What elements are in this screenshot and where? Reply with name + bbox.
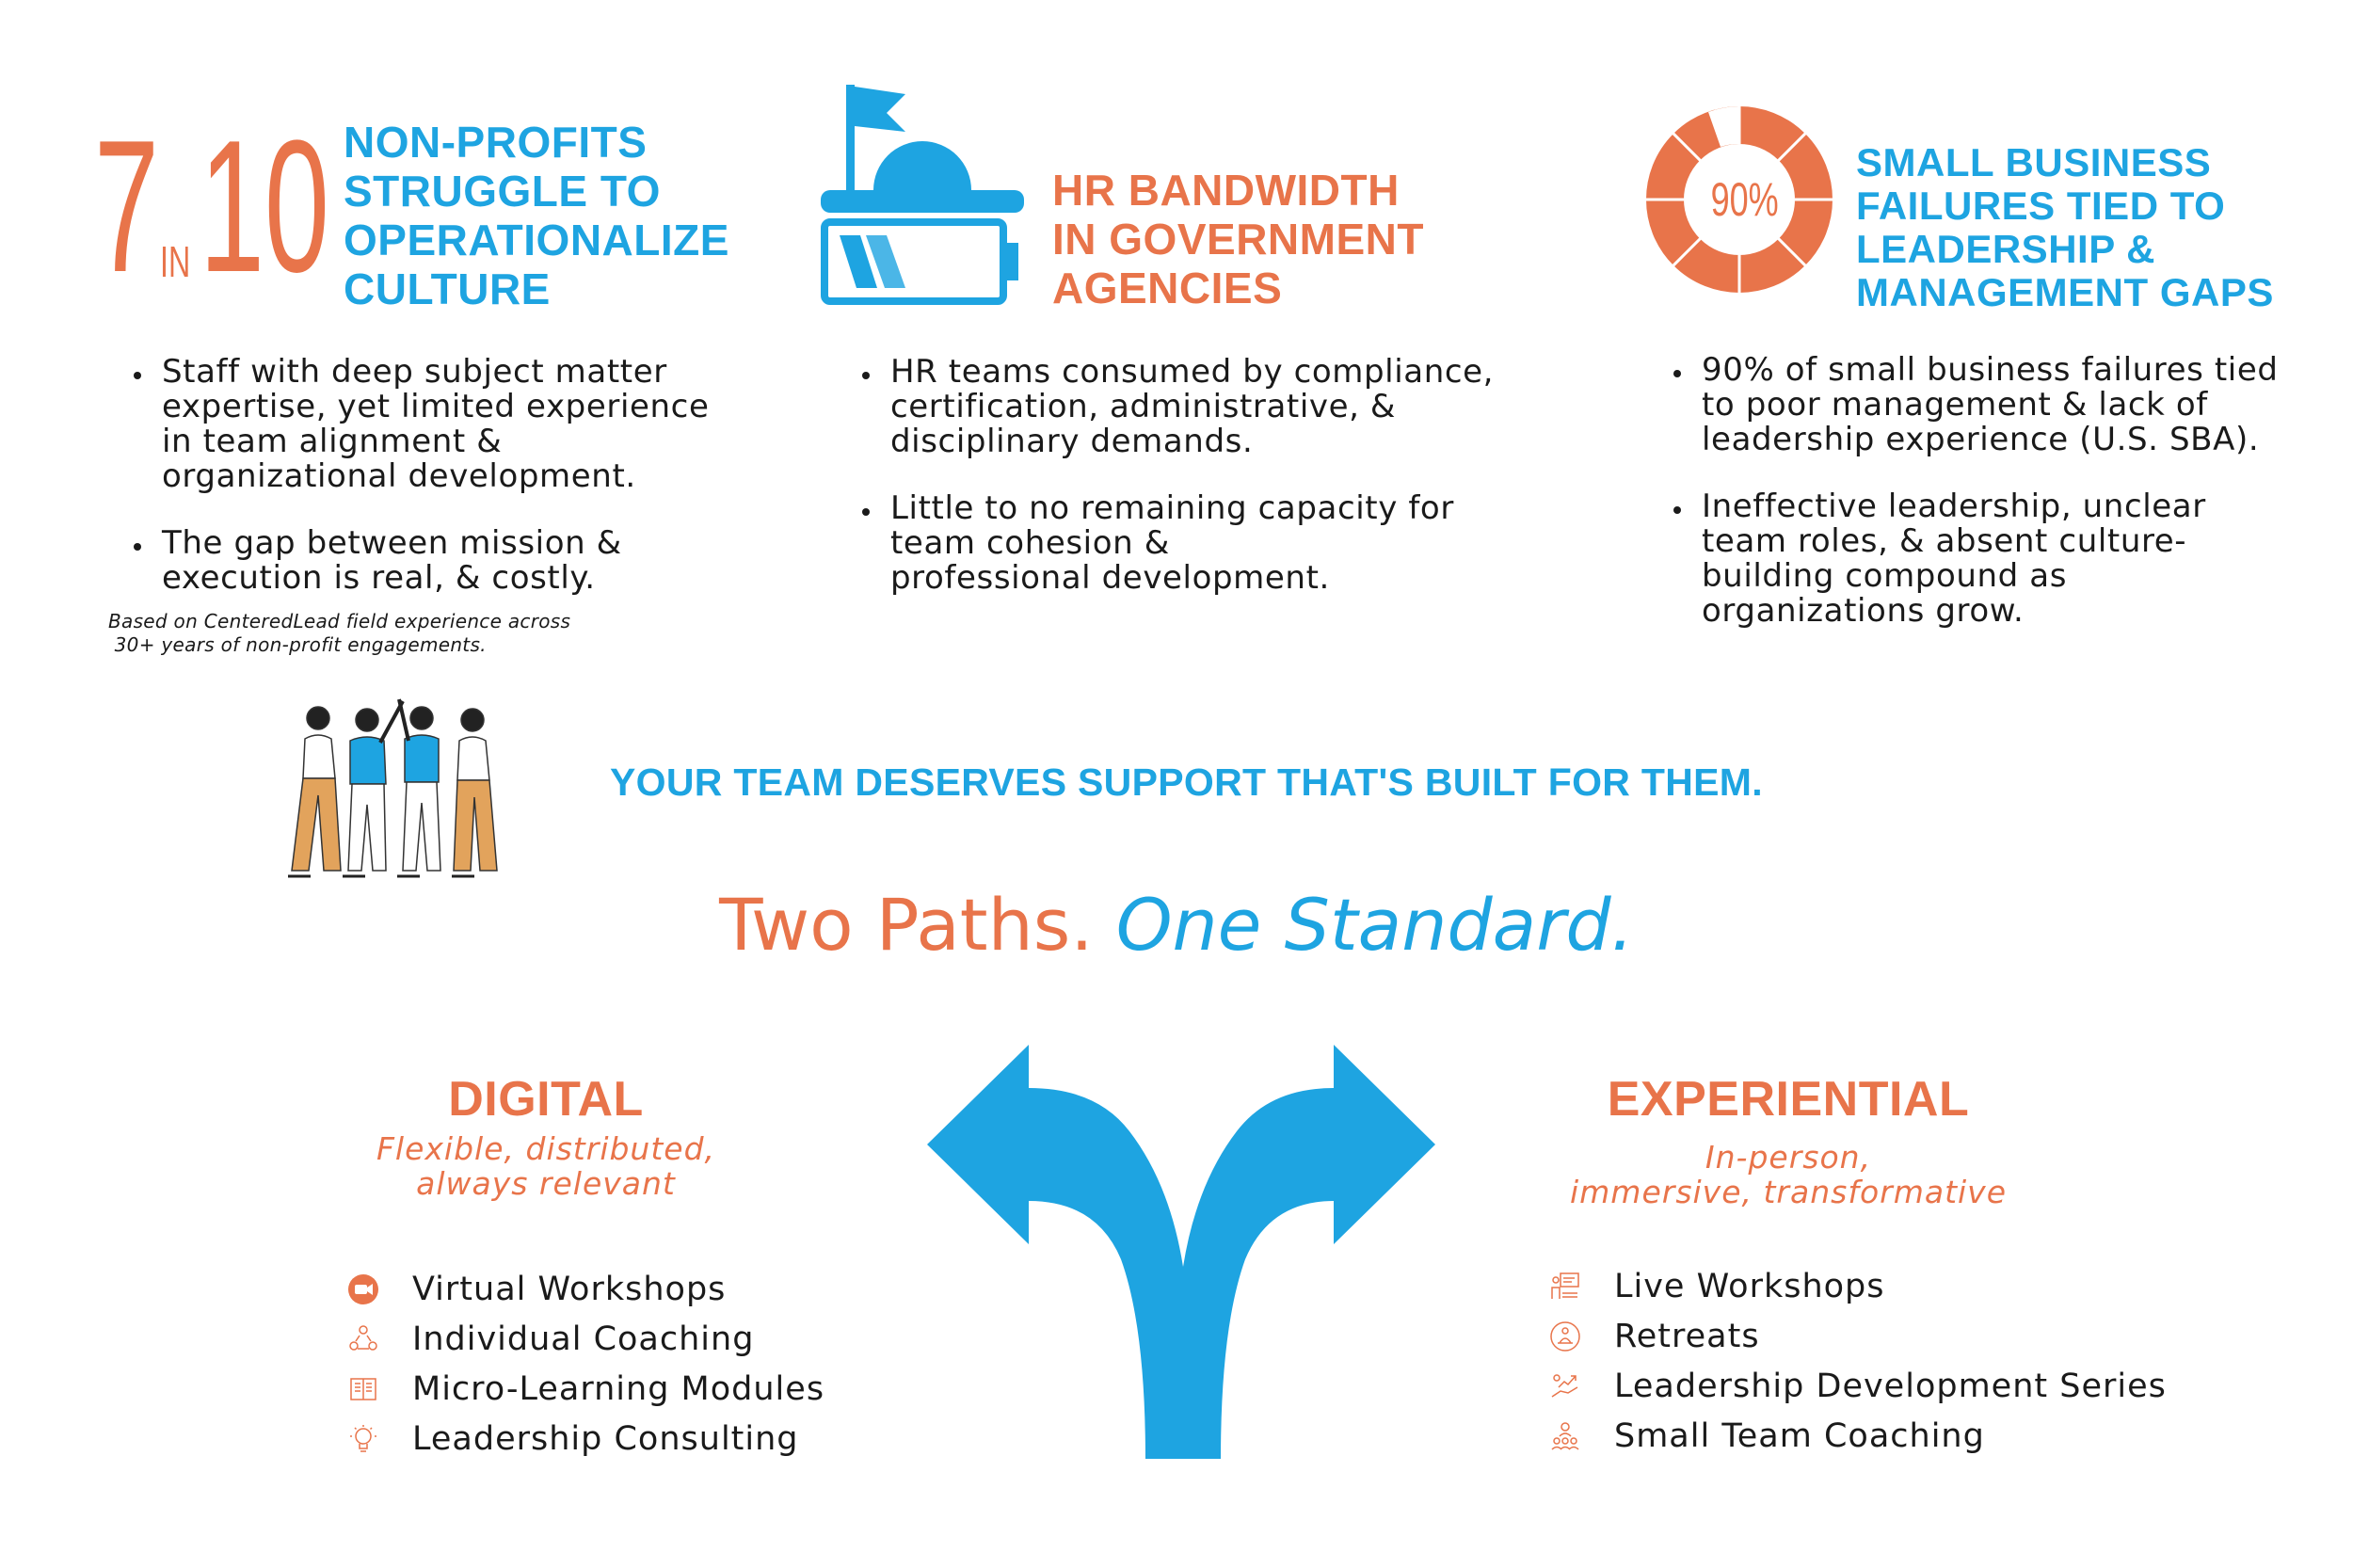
meditation-icon [1548,1320,1582,1353]
bullet-item: HR teams consumed by compliance,certific… [883,355,1561,459]
stat-number-seven: 7 [94,102,159,312]
coaching-network-icon [346,1322,380,1356]
stat-bullets-nonprofits: Staff with deep subject matterexpertise,… [113,355,794,628]
service-item-virtual-workshops: Virtual Workshops [346,1271,726,1308]
team-group-icon [1548,1419,1582,1453]
stat-number-in: IN [160,237,191,286]
digital-title: DIGITAL [448,1072,644,1127]
book-icon [346,1372,380,1406]
paths-title-part2: One Standard. [1115,883,1634,967]
service-item-live-workshops: Live Workshops [1548,1268,1885,1305]
video-camera-icon [346,1272,380,1306]
experiential-subtitle: In-person, immersive, transformative [1569,1139,2008,1210]
paths-title: Two Paths. One Standard. [0,885,2353,966]
stat-heading-government: HR BANDWIDTH IN GOVERNMENT AGENCIES [1052,166,1424,312]
service-item-micro-learning: Micro-Learning Modules [346,1370,824,1408]
experiential-title: EXPERIENTIAL [1607,1072,1970,1127]
stat-number-ten: 10 [200,102,329,312]
service-label: Micro-Learning Modules [412,1370,825,1408]
stat-heading-small-business: SMALL BUSINESS FAILURES TIED TO LEADERSH… [1856,140,2274,314]
lightbulb-icon [346,1422,380,1456]
service-item-individual-coaching: Individual Coaching [346,1320,754,1358]
service-item-leadership-consulting: Leadership Consulting [346,1420,799,1458]
service-item-small-team-coaching: Small Team Coaching [1548,1417,1985,1455]
donut-percent-label: 90% [1710,173,1779,226]
digital-subtitle: Flexible, distributed, always relevant [376,1130,716,1202]
service-label: Virtual Workshops [412,1271,727,1308]
government-building-battery-icon [819,85,1026,311]
growth-hand-icon [1548,1369,1582,1403]
presentation-board-icon [1548,1270,1582,1304]
service-label: Retreats [1614,1318,1760,1355]
service-item-retreats: Retreats [1548,1318,1760,1355]
service-label: Small Team Coaching [1614,1417,1985,1455]
donut-chart-icon: 90% [1633,102,1849,299]
team-high-five-illustration [282,692,513,894]
service-item-leadership-development: Leadership Development Series [1548,1368,2167,1405]
source-note: Based on CenteredLead field experience a… [108,610,571,656]
service-label: Leadership Development Series [1614,1368,2167,1405]
bullet-item: Little to no remaining capacity forteam … [883,491,1561,596]
tagline: YOUR TEAM DESERVES SUPPORT THAT'S BUILT … [610,760,1763,804]
bullet-item: Staff with deep subject matterexpertise,… [154,355,794,494]
service-label: Live Workshops [1614,1268,1885,1305]
bullet-item: The gap between mission &execution is re… [154,526,794,596]
service-label: Individual Coaching [412,1320,755,1358]
stat-heading-nonprofits: NON-PROFITS STRUGGLE TO OPERATIONALIZE C… [344,118,729,313]
paths-title-part1: Two Paths. [719,883,1094,967]
fork-arrow-icon [927,1045,1435,1459]
service-label: Leadership Consulting [412,1420,799,1458]
stat-bullets-government: HR teams consumed by compliance,certific… [841,355,1561,628]
stat-nonprofits: 7 IN 10 NON-PROFITS STRUGGLE TO OPERATIO… [94,113,734,678]
